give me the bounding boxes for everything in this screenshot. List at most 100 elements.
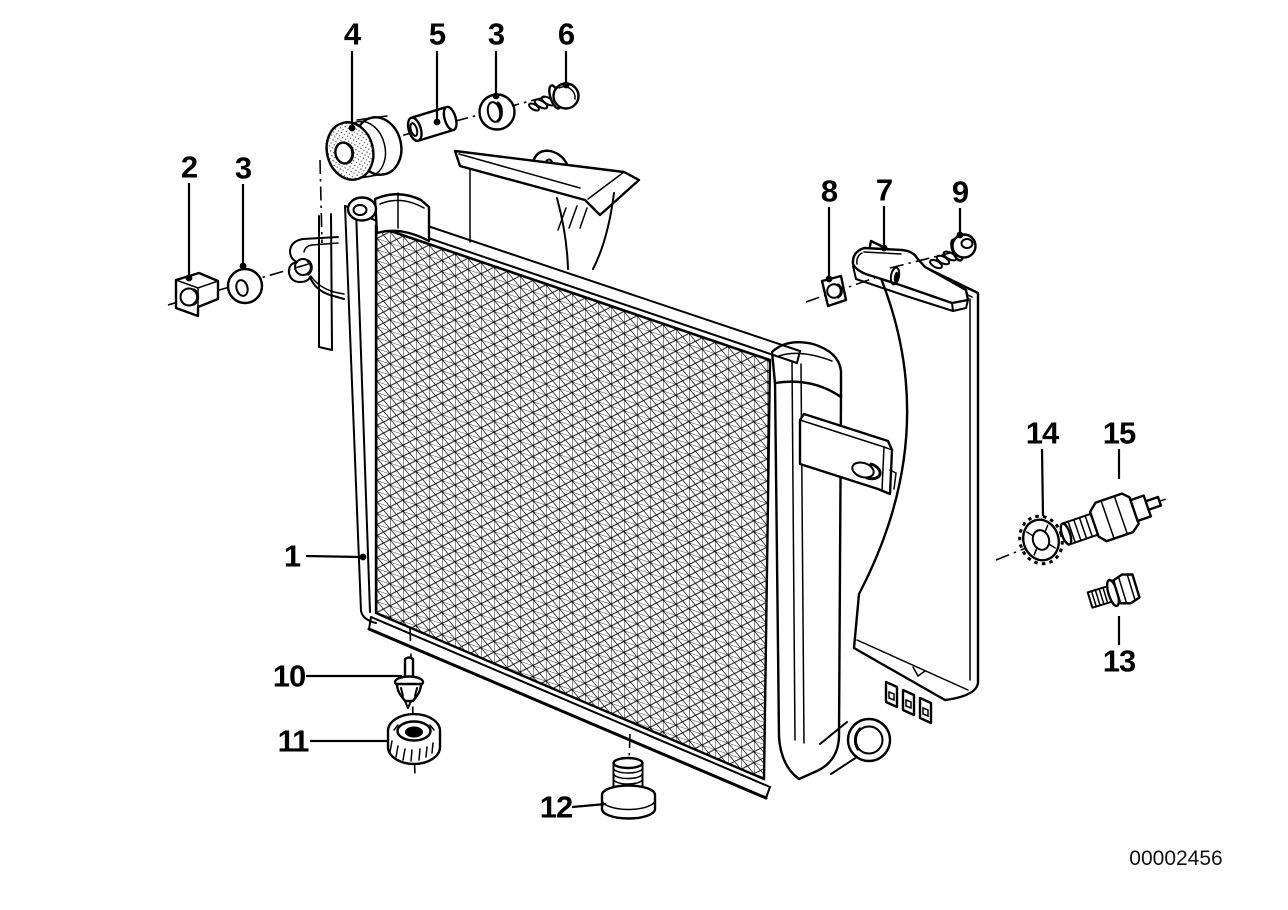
pin-tip — [400, 687, 418, 709]
ring-bore — [405, 726, 423, 738]
callout-label-3-4: 4 — [344, 17, 362, 52]
part-3-washer-top — [478, 93, 516, 131]
outlet-shading — [853, 727, 862, 751]
plug12-threads — [612, 767, 644, 796]
fan-shroud-tab — [918, 696, 933, 725]
part-6-screw — [528, 82, 580, 112]
callout-label-8-7: 7 — [876, 173, 892, 208]
screw9-thread — [929, 258, 943, 270]
screw6-thread — [528, 102, 540, 112]
part-3-washer-left — [226, 267, 264, 305]
screw6-head-dome — [558, 86, 576, 100]
filler-neck — [346, 196, 378, 222]
callout-label-7-8: 8 — [821, 174, 838, 209]
callout-label-14-14: 14 — [1026, 416, 1060, 451]
callout-dot-1-2 — [185, 274, 193, 282]
callout-dot-2-3 — [239, 262, 247, 270]
bottom-header-inner — [368, 616, 771, 799]
right-tank-bracket-arm — [798, 412, 894, 496]
bracket-arm-hole-shading — [865, 462, 882, 481]
air-duct — [453, 149, 641, 270]
radiator-right-tank — [770, 341, 897, 781]
callout-dot-8-7 — [880, 244, 888, 252]
bracket-slot — [889, 266, 901, 286]
part-4-rubber-mount — [325, 115, 403, 181]
lock-washer-hole — [1031, 529, 1051, 551]
duct-curtain — [556, 192, 615, 270]
lock-washer-ring — [1021, 518, 1061, 562]
callout-dot-0-1 — [359, 553, 367, 561]
filler-cap-housing — [373, 193, 431, 243]
left-mount-hook-shading — [306, 259, 313, 276]
bracket-bend-lines — [856, 251, 902, 265]
callout-label-11-11: 11 — [278, 724, 310, 759]
outlet-tube — [819, 721, 858, 775]
washer-left-hole — [235, 279, 249, 297]
part-13-drain-plug — [1086, 573, 1141, 609]
clip-shading — [192, 288, 200, 306]
screw9-head-top — [960, 238, 974, 249]
bracket-slot-dark — [893, 271, 899, 283]
part-8-grommet — [820, 274, 848, 308]
screw9-thread — [935, 254, 951, 266]
tube-bore — [409, 122, 419, 137]
top-header-outer — [367, 205, 801, 352]
axis-mount4-seat — [319, 159, 323, 244]
left-tank-outer-edge — [344, 205, 377, 624]
pin-skirt — [395, 682, 423, 703]
right-tank-cap — [770, 341, 843, 399]
plug13-threads — [1090, 585, 1113, 608]
washer-top-shading — [496, 101, 503, 123]
fan-shroud-tab-holes — [888, 690, 929, 718]
side-channel — [318, 213, 333, 351]
part-14-lock-washer — [1018, 514, 1064, 566]
mount-bore-shading — [347, 143, 355, 164]
filler-neck-bore — [352, 204, 368, 216]
part-5-spacer-tube — [406, 105, 458, 143]
lock-washer-hatch — [1026, 524, 1056, 556]
callout-dot-9-9 — [956, 231, 964, 239]
callout-label-12-12: 12 — [540, 790, 572, 825]
plug13-head-facets — [1117, 574, 1136, 604]
callout-leader-0-1 — [305, 554, 361, 559]
left-tank-inner-edge — [344, 205, 371, 613]
switch-tip-threads — [1067, 515, 1094, 544]
fan-shroud-notch — [912, 666, 926, 678]
switch-pin — [1144, 495, 1163, 511]
callout-label-6-6: 6 — [558, 17, 575, 52]
part-15-temp-switch — [1059, 492, 1166, 546]
part-11-rubber-ring — [386, 712, 442, 766]
fan-shroud — [852, 239, 980, 725]
callout-label-15-15: 15 — [1103, 416, 1136, 451]
washer-left-outer — [226, 267, 264, 305]
bracket-front-face — [852, 265, 969, 312]
ring-hatching — [389, 724, 435, 762]
right-tank-cap-line — [778, 352, 833, 362]
plug12-flange — [600, 784, 657, 820]
plug12-top — [612, 756, 644, 770]
filler-cap-lines — [379, 192, 425, 229]
grommet8-body — [820, 274, 848, 308]
callout-label-13-13: 13 — [1103, 644, 1136, 679]
callout-label-1-2: 2 — [181, 150, 197, 185]
part-10-pin — [393, 656, 425, 709]
callout-label-2-3: 3 — [235, 151, 252, 186]
tube-right-cap — [442, 105, 458, 132]
bracket-strap — [851, 246, 970, 305]
axis-screw9 — [889, 252, 951, 269]
part-9-screw — [929, 233, 977, 270]
fan-shroud-panel — [852, 239, 980, 702]
bracket-arm-notch — [889, 469, 897, 490]
switch-tip-cap — [1059, 522, 1073, 546]
part-1-radiator — [287, 192, 801, 800]
radiator-core — [374, 224, 772, 781]
doc-number: 00002456 — [1129, 847, 1222, 870]
callout-label-4-5: 5 — [429, 17, 446, 52]
callout-label-0-1: 1 — [284, 539, 301, 574]
duct-hatch — [557, 205, 588, 231]
callout-leader-14-14 — [1040, 448, 1045, 517]
bracket-arm-folds — [799, 419, 893, 491]
callout-dot-6-6 — [562, 81, 570, 89]
